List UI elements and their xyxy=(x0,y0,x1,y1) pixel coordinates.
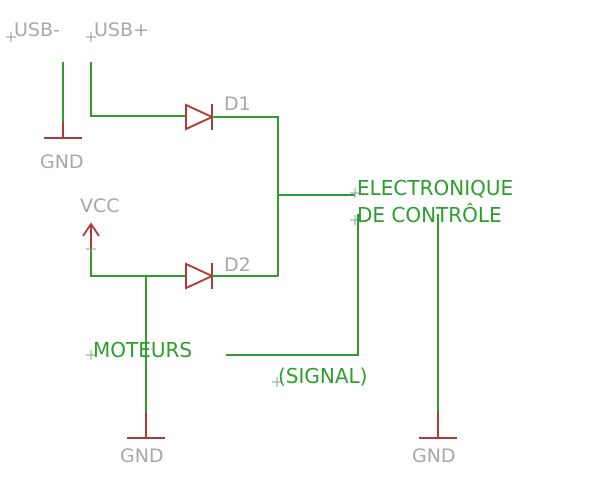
vcc-wire xyxy=(90,250,186,277)
usb-minus-label: USB- xyxy=(14,19,60,41)
signal-label: (SIGNAL) xyxy=(278,364,367,388)
signal-label-group: (SIGNAL) xyxy=(272,364,367,388)
vcc-symbol: VCC xyxy=(80,195,120,250)
usb-plus-pin: USB+ xyxy=(86,19,149,42)
electronique-line2: DE CONTRÔLE xyxy=(357,203,502,227)
moteurs-label-group: MOTEURS xyxy=(86,338,192,362)
usb-plus-label: USB+ xyxy=(94,19,149,41)
electronique-line1: ELECTRONIQUE xyxy=(357,176,513,200)
gnd-symbol-moteurs: GND xyxy=(120,412,165,467)
usb-plus-wire xyxy=(90,62,186,117)
gnd-signal-label: GND xyxy=(412,445,456,467)
gnd-symbol-usb: GND xyxy=(40,122,84,173)
d2-label: D2 xyxy=(224,254,251,276)
control-electronics-label: ELECTRONIQUE DE CONTRÔLE xyxy=(350,176,513,227)
d1-output-wire xyxy=(212,116,279,276)
usb-minus-pin: USB- xyxy=(6,19,60,42)
gnd-symbol-signal: GND xyxy=(412,412,457,467)
vcc-label: VCC xyxy=(80,195,120,217)
gnd-moteurs-label: GND xyxy=(120,445,164,467)
diode-d1: D1 xyxy=(185,93,251,131)
gnd-usb-label: GND xyxy=(40,151,84,173)
diode-d2: D2 xyxy=(185,254,251,290)
signal-wire xyxy=(226,214,359,356)
moteurs-label: MOTEURS xyxy=(93,338,192,362)
d1-label: D1 xyxy=(224,93,251,115)
